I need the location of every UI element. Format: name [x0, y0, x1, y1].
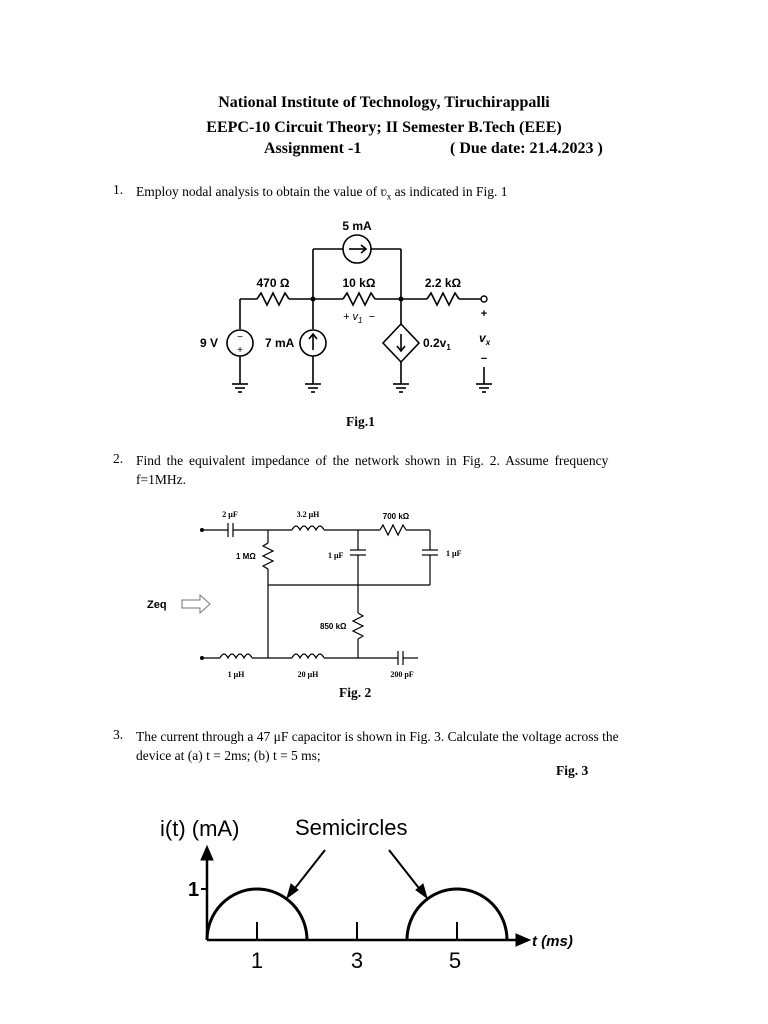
- institute-title: National Institute of Technology, Tiruch…: [218, 94, 550, 111]
- fig1-label-5ma: 5 mA: [342, 219, 372, 233]
- fig3-caption: Fig. 3: [556, 763, 589, 778]
- fig1-vx-plus: +: [481, 308, 487, 320]
- vsource-minus: −: [237, 332, 243, 343]
- fig3-xlabel: t (ms): [532, 933, 573, 950]
- q2-number: 2.: [113, 451, 124, 466]
- fig2-label-700k: 700 kΩ: [383, 512, 410, 521]
- vsource-plus: +: [237, 345, 243, 356]
- fig3-xtick-1: 1: [251, 948, 263, 973]
- fig2-label-1uh: 1 μH: [228, 670, 246, 679]
- fig1-label-470: 470 Ω: [257, 276, 290, 290]
- fig2-label-2uf: 2 μF: [222, 510, 238, 519]
- fig3-annotation: Semicircles: [295, 815, 407, 840]
- fig1-vx-label: vx: [479, 331, 491, 347]
- q3-text-line1: The current through a 47 μF capacitor is…: [136, 729, 619, 744]
- fig1-label-2k2: 2.2 kΩ: [425, 276, 462, 290]
- fig3-ytick-1: 1: [188, 879, 199, 901]
- q3-number: 3.: [113, 727, 124, 742]
- fig2-caption: Fig. 2: [339, 685, 372, 700]
- fig2-label-1uf-mid: 1 μF: [328, 551, 344, 560]
- assignment-title: Assignment -1: [264, 140, 362, 157]
- fig1-circuit: − + 5 mA 470 Ω 10 kΩ 2.2 kΩ + v1− 9 V 7 …: [200, 219, 492, 393]
- q1-text: Employ nodal analysis to obtain the valu…: [136, 182, 508, 207]
- fig2-label-200pf: 200 pF: [390, 670, 413, 679]
- fig3-ylabel: i(t) (mA): [160, 816, 239, 841]
- q2-text-line1: Find the equivalent impedance of the net…: [136, 453, 609, 468]
- fig1-label-7ma: 7 mA: [265, 336, 295, 350]
- fig2-label-1uf-right: 1 μF: [446, 549, 462, 558]
- q3-text-line2: device at (a) t = 2ms; (b) t = 5 ms;: [136, 748, 321, 763]
- q1-text-sub: x: [386, 191, 392, 202]
- q1-number: 1.: [113, 182, 124, 197]
- q1-text-main: Employ nodal analysis to obtain the valu…: [136, 184, 387, 199]
- fig2-circuit: Zeq 2 μF 3.2 μH 700 kΩ 1 MΩ 1 μF 1 μF 85…: [147, 510, 462, 679]
- fig1-label-dep: 0.2v1: [423, 336, 451, 352]
- fig2-label-3-2uh: 3.2 μH: [297, 510, 321, 519]
- fig2-label-1m: 1 MΩ: [236, 552, 256, 561]
- fig3-graph: i(t) (mA) Semicircles 1 1 3 5 t (ms): [160, 815, 573, 973]
- fig2-zeq-label: Zeq: [147, 599, 167, 611]
- course-title: EEPC-10 Circuit Theory; II Semester B.Te…: [206, 119, 562, 136]
- fig1-vx-minus: −: [481, 353, 487, 365]
- fig3-xtick-5: 5: [449, 948, 461, 973]
- fig1-caption: Fig.1: [346, 414, 375, 429]
- fig1-v1-label: + v1−: [343, 311, 375, 325]
- fig1-label-9v: 9 V: [200, 336, 218, 350]
- q1-text-end: as indicated in Fig. 1: [391, 184, 508, 199]
- fig2-label-850k: 850 kΩ: [320, 622, 347, 631]
- fig2-label-20uh: 20 μH: [298, 670, 320, 679]
- fig3-xtick-3: 3: [351, 948, 363, 973]
- fig1-label-10k: 10 kΩ: [343, 276, 376, 290]
- q2-text-line2: f=1MHz.: [136, 472, 186, 487]
- due-date: ( Due date: 21.4.2023 ): [450, 140, 603, 157]
